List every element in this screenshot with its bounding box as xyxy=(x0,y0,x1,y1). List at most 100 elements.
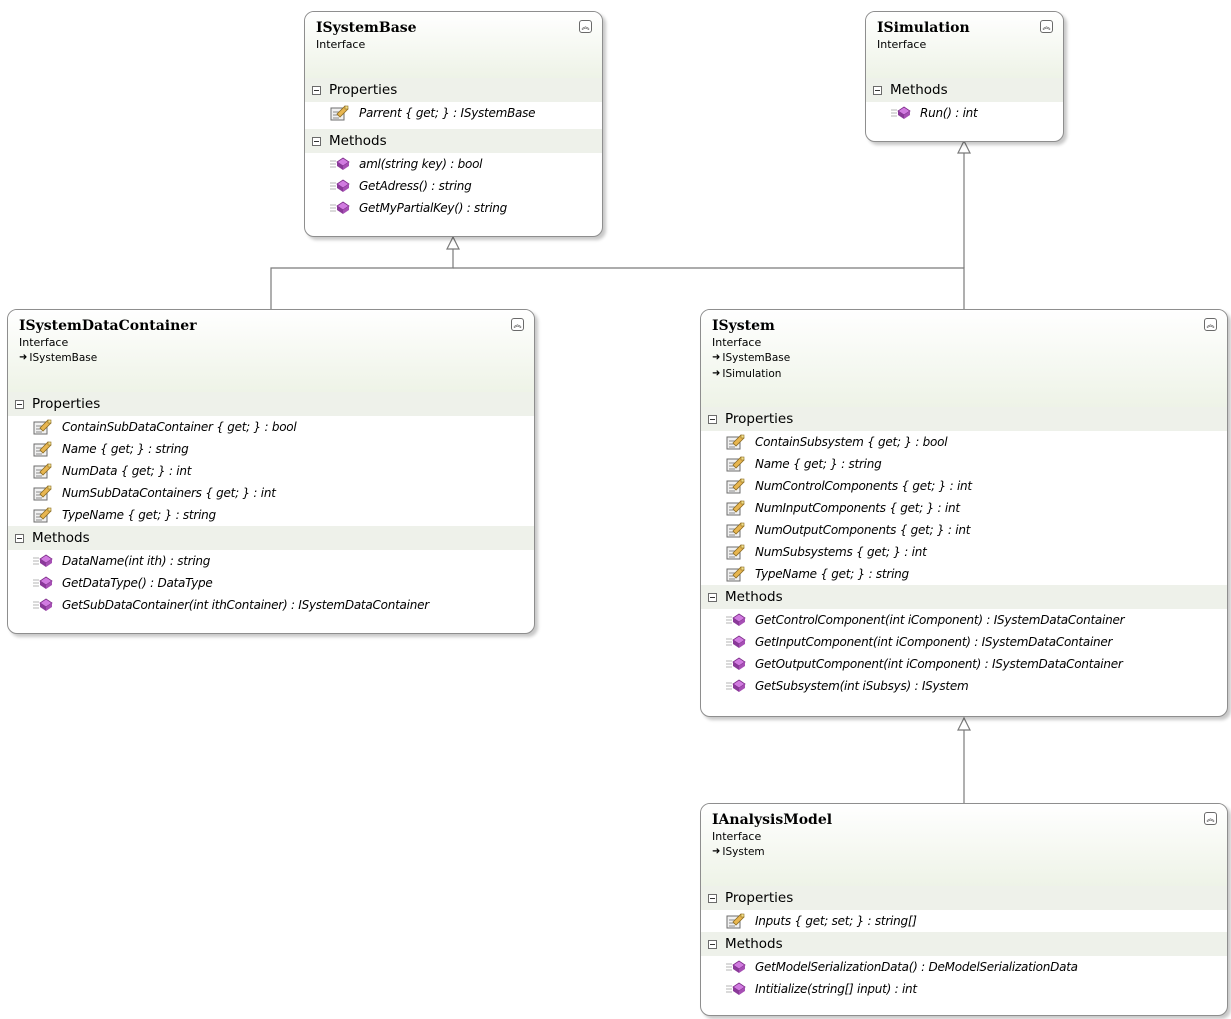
property-item[interactable]: TypeName { get; } : string xyxy=(8,504,534,526)
minus-square-icon[interactable] xyxy=(15,533,24,543)
properties-section-header[interactable]: Properties xyxy=(8,392,534,416)
class-header: ISystemBase Interface ︽ xyxy=(305,12,602,78)
minus-square-icon[interactable] xyxy=(312,136,321,146)
ianalysismodel-class-box[interactable]: IAnalysisModel Interface ➜ ISystem ︽ Pro… xyxy=(700,803,1228,1016)
method-icon xyxy=(726,960,746,974)
property-item[interactable]: NumSubsystems { get; } : int xyxy=(701,541,1227,563)
property-item[interactable]: TypeName { get; } : string xyxy=(701,563,1227,585)
inheritance-arrowhead-isimulation xyxy=(957,139,971,154)
method-label: Run() : int xyxy=(920,106,978,120)
collapse-button[interactable]: ︽ xyxy=(511,318,524,331)
minus-square-icon[interactable] xyxy=(708,414,717,424)
method-icon xyxy=(33,576,53,590)
method-item[interactable]: GetInputComponent(int iComponent) : ISys… xyxy=(701,631,1227,653)
double-chevron-up-icon: ︽ xyxy=(513,320,522,329)
method-icon xyxy=(330,201,350,215)
class-kind: Interface xyxy=(19,336,69,349)
property-label: NumSubsystems { get; } : int xyxy=(755,545,927,559)
connector-isystemdatacontainer-to-isystembase xyxy=(270,249,454,309)
section-label: Methods xyxy=(32,530,90,546)
property-item[interactable]: NumSubDataContainers { get; } : int xyxy=(8,482,534,504)
property-item[interactable]: NumOutputComponents { get; } : int xyxy=(701,519,1227,541)
collapse-button[interactable]: ︽ xyxy=(1040,20,1053,33)
methods-section-header[interactable]: Methods xyxy=(866,78,1063,102)
minus-square-icon[interactable] xyxy=(15,399,24,409)
method-item[interactable]: Run() : int xyxy=(866,102,1063,124)
method-label: GetMyPartialKey() : string xyxy=(359,201,507,215)
isystem-class-box[interactable]: ISystem Interface ➜ ISystemBase ➜ ISimul… xyxy=(700,309,1228,717)
method-item[interactable]: GetMyPartialKey() : string xyxy=(305,197,602,219)
class-kind: Interface xyxy=(712,336,762,349)
isystembase-class-box[interactable]: ISystemBase Interface ︽ Properties Parre… xyxy=(304,11,603,237)
class-kind: Interface xyxy=(877,38,927,51)
property-label: NumData { get; } : int xyxy=(62,464,192,478)
section-label: Properties xyxy=(329,82,398,98)
method-icon xyxy=(33,554,53,568)
inherits-label: ISystemBase xyxy=(722,352,791,364)
method-item[interactable]: DataName(int ith) : string xyxy=(8,550,534,572)
methods-section-header[interactable]: Methods xyxy=(701,932,1227,956)
collapse-button[interactable]: ︽ xyxy=(1204,812,1217,825)
property-label: Name { get; } : string xyxy=(755,457,882,471)
double-chevron-up-icon: ︽ xyxy=(1206,320,1215,329)
inherits-item: ➜ ISystemBase xyxy=(19,350,524,366)
property-item[interactable]: Name { get; } : string xyxy=(701,453,1227,475)
property-item[interactable]: Inputs { get; set; } : string[] xyxy=(701,910,1227,932)
property-item[interactable]: NumControlComponents { get; } : int xyxy=(701,475,1227,497)
method-label: aml(string key) : bool xyxy=(359,157,483,171)
method-item[interactable]: GetModelSerializationData() : DeModelSer… xyxy=(701,956,1227,978)
property-icon xyxy=(726,566,746,583)
properties-section-header[interactable]: Properties xyxy=(305,78,602,102)
method-icon xyxy=(891,106,911,120)
method-icon xyxy=(726,982,746,996)
property-label: TypeName { get; } : string xyxy=(755,567,909,581)
property-label: ContainSubDataContainer { get; } : bool xyxy=(62,420,297,434)
method-label: GetControlComponent(int iComponent) : IS… xyxy=(755,613,1125,627)
property-item[interactable]: Name { get; } : string xyxy=(8,438,534,460)
methods-section-header[interactable]: Methods xyxy=(8,526,534,550)
property-item[interactable]: ContainSubDataContainer { get; } : bool xyxy=(8,416,534,438)
collapse-button[interactable]: ︽ xyxy=(579,20,592,33)
class-title: ISystem xyxy=(712,318,775,334)
minus-square-icon[interactable] xyxy=(708,592,717,602)
minus-square-icon[interactable] xyxy=(873,85,882,95)
method-label: GetAdress() : string xyxy=(359,179,472,193)
properties-section-header[interactable]: Properties xyxy=(701,407,1227,431)
isystemdatacontainer-class-box[interactable]: ISystemDataContainer Interface ➜ ISystem… xyxy=(7,309,535,634)
minus-square-icon[interactable] xyxy=(708,939,717,949)
section-label: Methods xyxy=(725,936,783,952)
inheritance-arrow-icon: ➜ xyxy=(712,368,721,379)
property-item[interactable]: NumData { get; } : int xyxy=(8,460,534,482)
method-item[interactable]: GetDataType() : DataType xyxy=(8,572,534,594)
collapse-button[interactable]: ︽ xyxy=(1204,318,1217,331)
methods-section-header[interactable]: Methods xyxy=(305,129,602,153)
methods-section-header[interactable]: Methods xyxy=(701,585,1227,609)
method-label: GetSubDataContainer(int ithContainer) : … xyxy=(62,598,429,612)
minus-square-icon[interactable] xyxy=(708,893,717,903)
method-item[interactable]: GetAdress() : string xyxy=(305,175,602,197)
property-icon xyxy=(726,544,746,561)
method-item[interactable]: GetControlComponent(int iComponent) : IS… xyxy=(701,609,1227,631)
inherits-label: ISimulation xyxy=(722,368,782,380)
method-item[interactable]: aml(string key) : bool xyxy=(305,153,602,175)
double-chevron-up-icon: ︽ xyxy=(1042,22,1051,31)
section-label: Methods xyxy=(890,82,948,98)
method-item[interactable]: GetOutputComponent(int iComponent) : ISy… xyxy=(701,653,1227,675)
inheritance-arrowhead-isystembase xyxy=(446,235,460,250)
minus-square-icon[interactable] xyxy=(312,85,321,95)
property-item[interactable]: ContainSubsystem { get; } : bool xyxy=(701,431,1227,453)
method-item[interactable]: GetSubsystem(int iSubsys) : ISystem xyxy=(701,675,1227,697)
property-icon xyxy=(726,478,746,495)
method-icon xyxy=(330,157,350,171)
connector-isystem-to-isystembase xyxy=(453,267,965,309)
property-item[interactable]: Parrent { get; } : ISystemBase xyxy=(305,102,602,124)
property-icon xyxy=(33,463,53,480)
method-label: GetDataType() : DataType xyxy=(62,576,213,590)
properties-section-header[interactable]: Properties xyxy=(701,886,1227,910)
property-item[interactable]: NumInputComponents { get; } : int xyxy=(701,497,1227,519)
property-label: NumSubDataContainers { get; } : int xyxy=(62,486,276,500)
method-item[interactable]: Intitialize(string[] input) : int xyxy=(701,978,1227,1000)
method-item[interactable]: GetSubDataContainer(int ithContainer) : … xyxy=(8,594,534,616)
isimulation-class-box[interactable]: ISimulation Interface ︽ Methods Run() : … xyxy=(865,11,1064,142)
